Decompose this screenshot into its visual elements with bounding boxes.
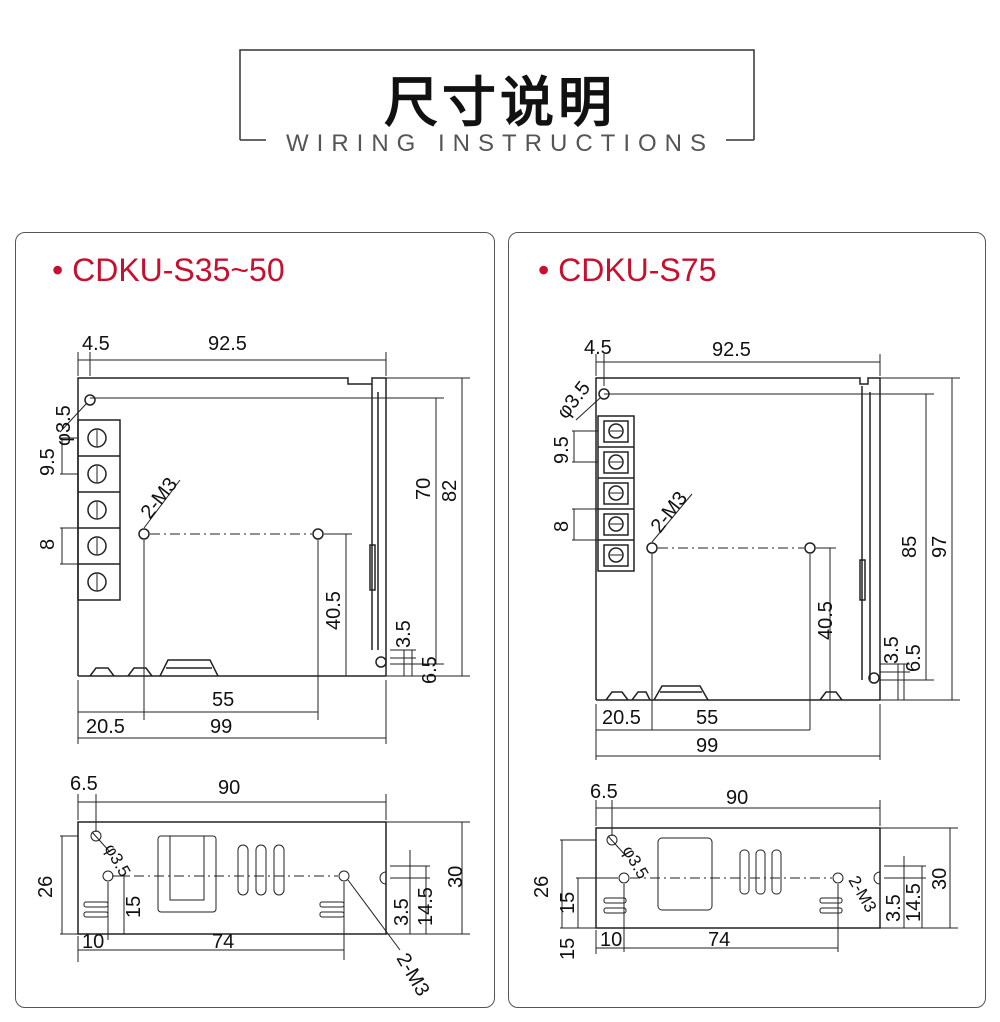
panel-title-s35-50: • CDKU-S35~50	[52, 252, 285, 288]
dim-9-5: 9.5	[37, 448, 59, 476]
dim-40-5: 40.5	[815, 601, 837, 640]
side-dim-74: 74	[708, 929, 730, 951]
dim-40-5: 40.5	[323, 591, 345, 630]
side-phi-3-5: φ3.5	[619, 843, 653, 883]
side-dim-10: 10	[600, 929, 622, 951]
dim-4-5: 4.5	[584, 337, 612, 359]
side-dim-14-5: 14.5	[415, 887, 437, 926]
page-title: 尺寸说明	[384, 71, 616, 134]
dim-99: 99	[210, 716, 232, 738]
dim-8: 8	[551, 521, 573, 532]
panel-cdku-s75	[508, 232, 986, 1008]
dim-3-5: 3.5	[881, 636, 903, 664]
side-dim-3-5: 3.5	[391, 898, 413, 926]
dim-82: 82	[439, 480, 461, 502]
dim-20-5: 20.5	[86, 716, 125, 738]
side-dim-26: 26	[531, 876, 553, 898]
dim-97: 97	[929, 536, 951, 558]
side-dim-15: 15	[557, 892, 579, 914]
dim-4-5: 4.5	[82, 333, 110, 355]
dim-99: 99	[696, 735, 718, 757]
side-label-2-m3: 2-M3	[845, 873, 881, 916]
dim-8: 8	[37, 539, 59, 550]
dim-6-5: 6.5	[903, 644, 925, 672]
dim-6-5: 6.5	[419, 656, 441, 684]
dim-92-5: 92.5	[712, 339, 751, 361]
side-dim-3-5: 3.5	[883, 894, 905, 922]
page-subtitle: WIRING INSTRUCTIONS	[286, 130, 714, 157]
label-2-m3: 2-M3	[647, 488, 692, 537]
dim-3-5: 3.5	[393, 620, 415, 648]
dim-phi-3-5: φ3.5	[53, 405, 75, 446]
side-dim-90: 90	[726, 787, 748, 809]
side-dim-30: 30	[929, 868, 951, 890]
side-dim-90: 90	[218, 777, 240, 799]
side-dim-15: 15	[123, 896, 145, 918]
panel-cdku-s35-50	[15, 232, 495, 1008]
dim-phi-3-5: φ3.5	[553, 377, 595, 423]
side-dim-30: 30	[445, 866, 467, 888]
side-dim-14-5: 14.5	[903, 883, 925, 922]
dim-9-5: 9.5	[551, 436, 573, 464]
side-dim-6-5: 6.5	[590, 781, 618, 803]
side-dim-74: 74	[212, 931, 234, 953]
side-dim-15b: 15	[557, 938, 579, 960]
side-dim-10: 10	[82, 931, 104, 953]
panel-title-s75: • CDKU-S75	[538, 252, 717, 288]
header-frame	[239, 49, 755, 141]
dim-55: 55	[212, 689, 234, 711]
dim-70: 70	[413, 478, 435, 500]
dim-92-5: 92.5	[208, 333, 247, 355]
side-dim-26: 26	[35, 876, 57, 898]
dim-55: 55	[696, 707, 718, 729]
dim-20-5: 20.5	[602, 707, 641, 729]
dim-85: 85	[899, 536, 921, 558]
side-dim-6-5: 6.5	[70, 773, 98, 795]
